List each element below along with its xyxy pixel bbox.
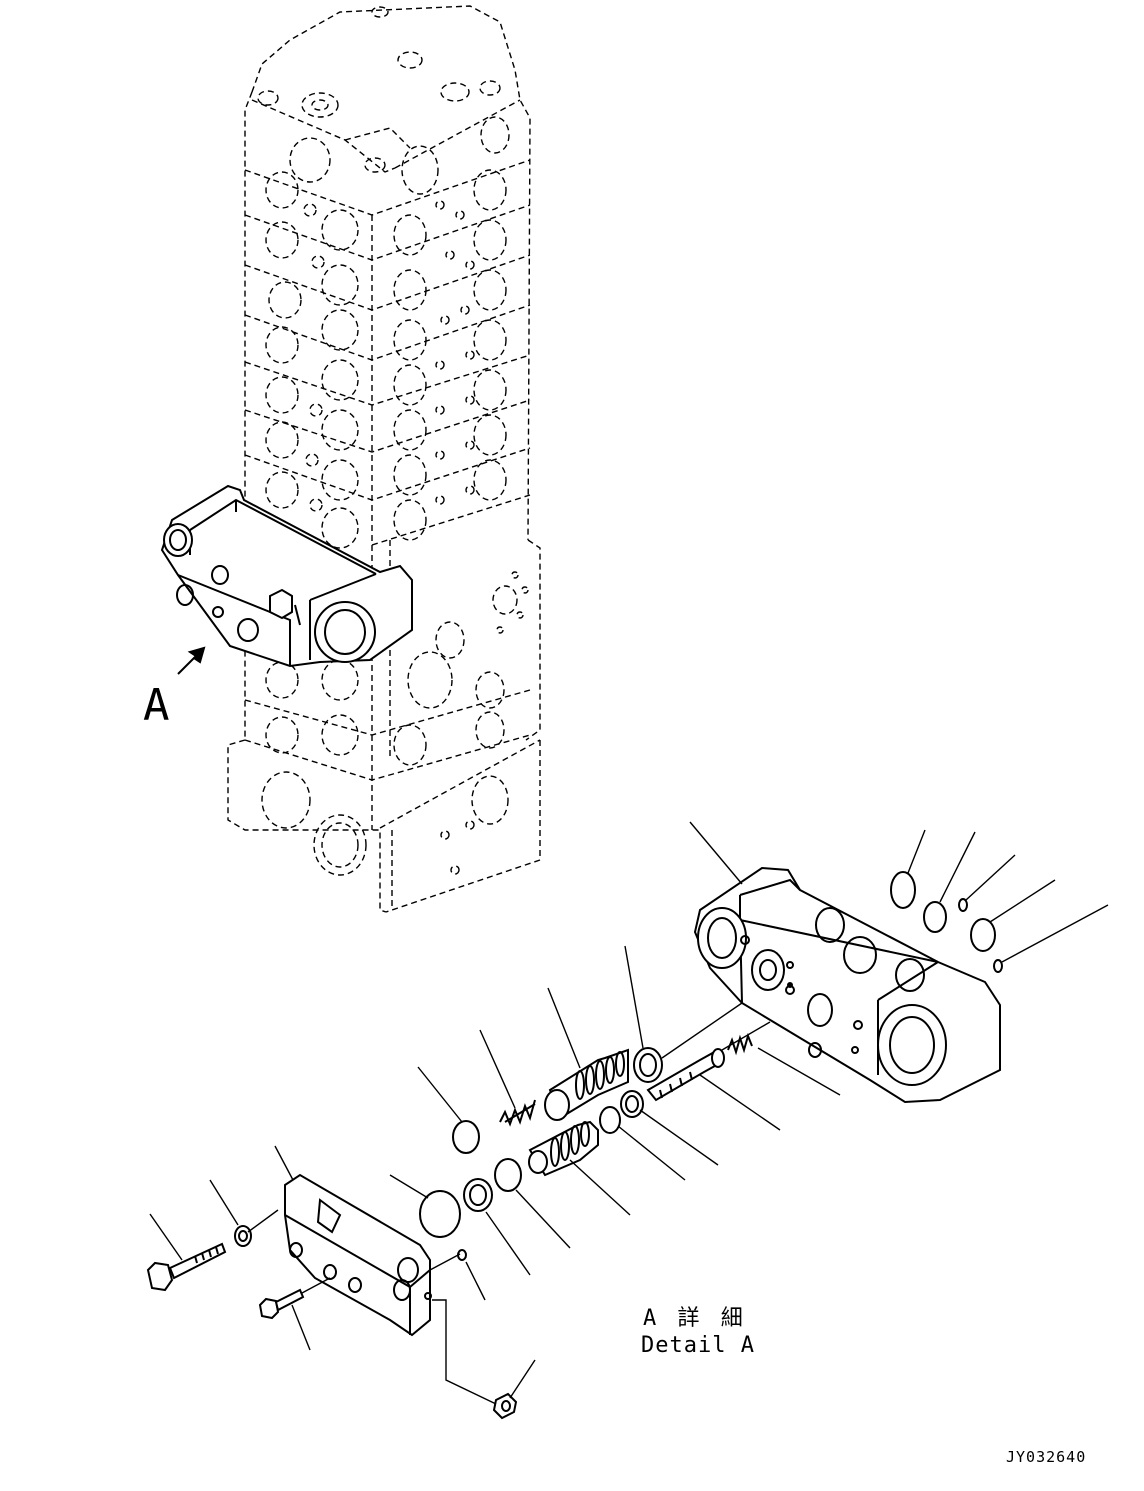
cover-plate xyxy=(284,1173,432,1337)
seal-ring xyxy=(633,1047,663,1083)
plug xyxy=(492,1392,518,1420)
drawing-number: JY032640 xyxy=(1006,1448,1086,1466)
view-label: A xyxy=(143,680,170,731)
poppet-valve xyxy=(646,1048,725,1102)
spool-upper xyxy=(544,1048,629,1121)
detail-title-jp: A 詳 細 xyxy=(643,1306,747,1331)
hex-bolt-short xyxy=(258,1288,305,1320)
washer xyxy=(234,1225,252,1247)
installed-valve-section xyxy=(160,484,413,668)
spool-lower xyxy=(528,1120,599,1177)
o-ring-set-middle xyxy=(419,1090,644,1261)
spring-right xyxy=(727,1032,753,1056)
control-valve-stack xyxy=(227,5,541,913)
view-arrow xyxy=(177,646,206,675)
hex-bolt-long xyxy=(146,1242,227,1292)
detail-title-en: Detail A xyxy=(641,1333,755,1358)
valve-section-body xyxy=(693,866,1001,1104)
o-ring-set-upper xyxy=(890,871,1003,973)
assembly-guide-lines xyxy=(247,1002,771,1405)
valve-side-port-holes xyxy=(393,116,529,875)
valve-port-holes xyxy=(261,137,367,876)
leader-lines xyxy=(149,821,1109,1399)
valve-top-ports xyxy=(257,6,501,173)
spring-upper xyxy=(499,1099,536,1127)
